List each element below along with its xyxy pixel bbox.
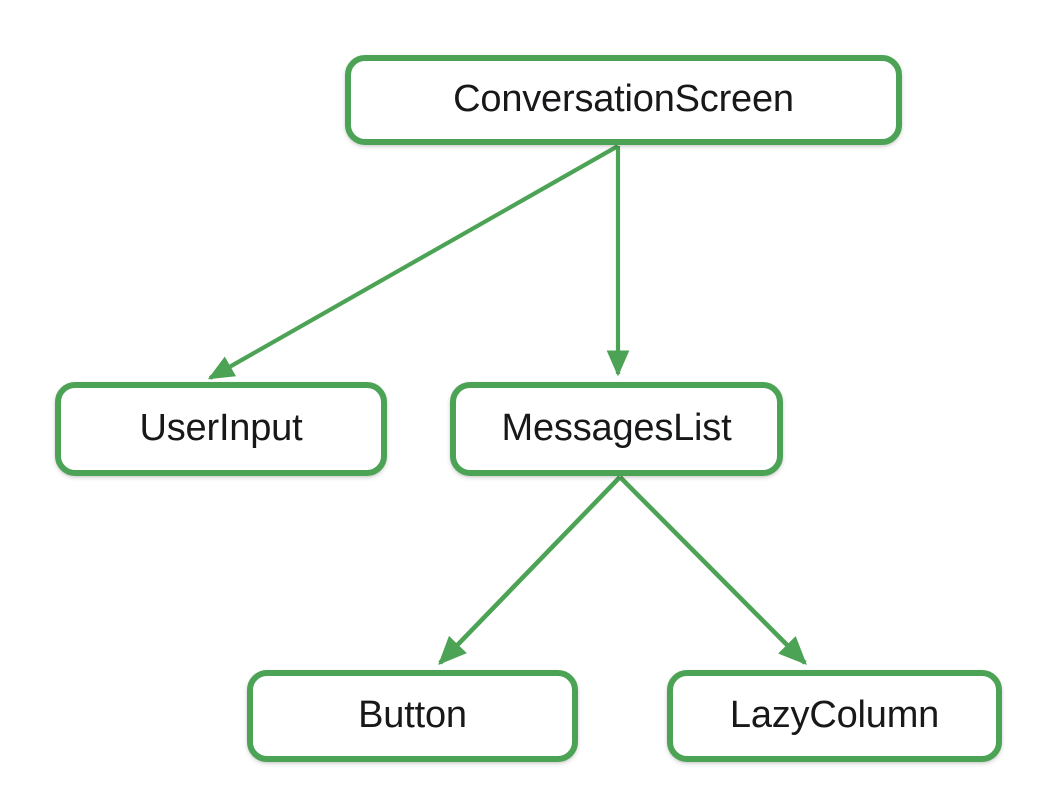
node-lazycolumn[interactable]: LazyColumn <box>667 670 1002 762</box>
node-label-messageslist: MessagesList <box>501 407 732 449</box>
node-userinput[interactable]: UserInput <box>55 382 387 476</box>
edge-conversationscreen-to-userinput <box>207 144 620 380</box>
node-button[interactable]: Button <box>247 670 578 762</box>
node-label-lazycolumn: LazyColumn <box>729 694 940 736</box>
edge-messageslist-to-button <box>438 475 622 665</box>
edges-group <box>207 144 807 665</box>
node-conversationscreen[interactable]: ConversationScreen <box>345 55 902 145</box>
node-messageslist[interactable]: MessagesList <box>450 382 783 476</box>
node-label-button: Button <box>358 694 467 736</box>
node-label-conversationscreen: ConversationScreen <box>453 78 794 120</box>
edge-messageslist-to-lazycolumn <box>618 475 807 665</box>
node-label-userinput: UserInput <box>139 407 303 449</box>
